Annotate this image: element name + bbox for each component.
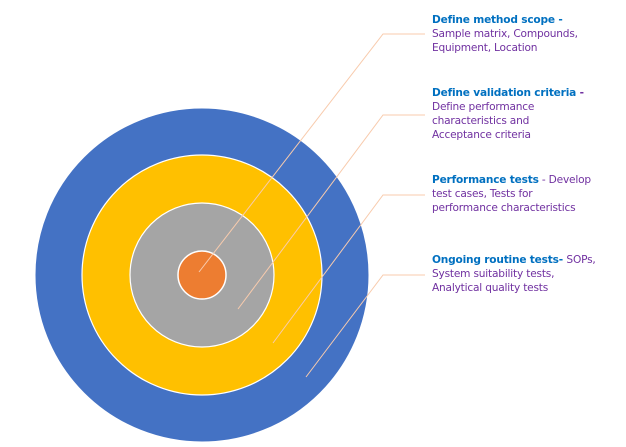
connector-line-4 xyxy=(305,274,425,378)
connector-line-3 xyxy=(272,194,425,344)
connector-line-2 xyxy=(237,114,425,310)
label-performance-tests: Performance tests - Develop test cases, … xyxy=(432,173,624,215)
label-heading: Ongoing routine tests- SOPs, xyxy=(432,253,624,267)
label-title: Define validation criteria xyxy=(432,87,577,99)
connector-line-1 xyxy=(198,33,425,273)
label-line: Define performance xyxy=(432,101,535,113)
label-heading: Performance tests - Develop xyxy=(432,173,624,187)
label-separator: - xyxy=(554,14,563,26)
label-line: Acceptance criteria xyxy=(432,129,531,141)
label-separator: - xyxy=(558,254,567,266)
label-line: performance characteristics xyxy=(432,202,576,214)
label-title: Ongoing routine tests xyxy=(432,254,559,266)
label-ongoing-routine-tests: Ongoing routine tests- SOPs, System suit… xyxy=(432,253,624,295)
label-define-validation-criteria: Define validation criteria - Define perf… xyxy=(432,86,624,142)
label-line: System suitability tests, xyxy=(432,268,555,280)
label-line: characteristics and xyxy=(432,115,530,127)
label-separator: - xyxy=(576,87,584,99)
label-line: Analytical quality tests xyxy=(432,282,549,294)
label-heading: Define method scope - xyxy=(432,13,624,27)
label-separator: - xyxy=(538,174,549,186)
label-line: Sample matrix, Compounds, xyxy=(432,28,578,40)
label-title: Performance tests xyxy=(432,174,539,186)
label-title: Define method scope xyxy=(432,14,555,26)
label-line: Equipment, Location xyxy=(432,42,538,54)
label-line: test cases, Tests for xyxy=(432,188,533,200)
label-heading: Define validation criteria - xyxy=(432,86,624,100)
ring-define-method-scope xyxy=(177,250,227,300)
label-body-inline: Develop xyxy=(548,174,591,186)
label-define-method-scope: Define method scope - Sample matrix, Com… xyxy=(432,13,624,55)
label-body-inline: SOPs, xyxy=(566,254,596,266)
